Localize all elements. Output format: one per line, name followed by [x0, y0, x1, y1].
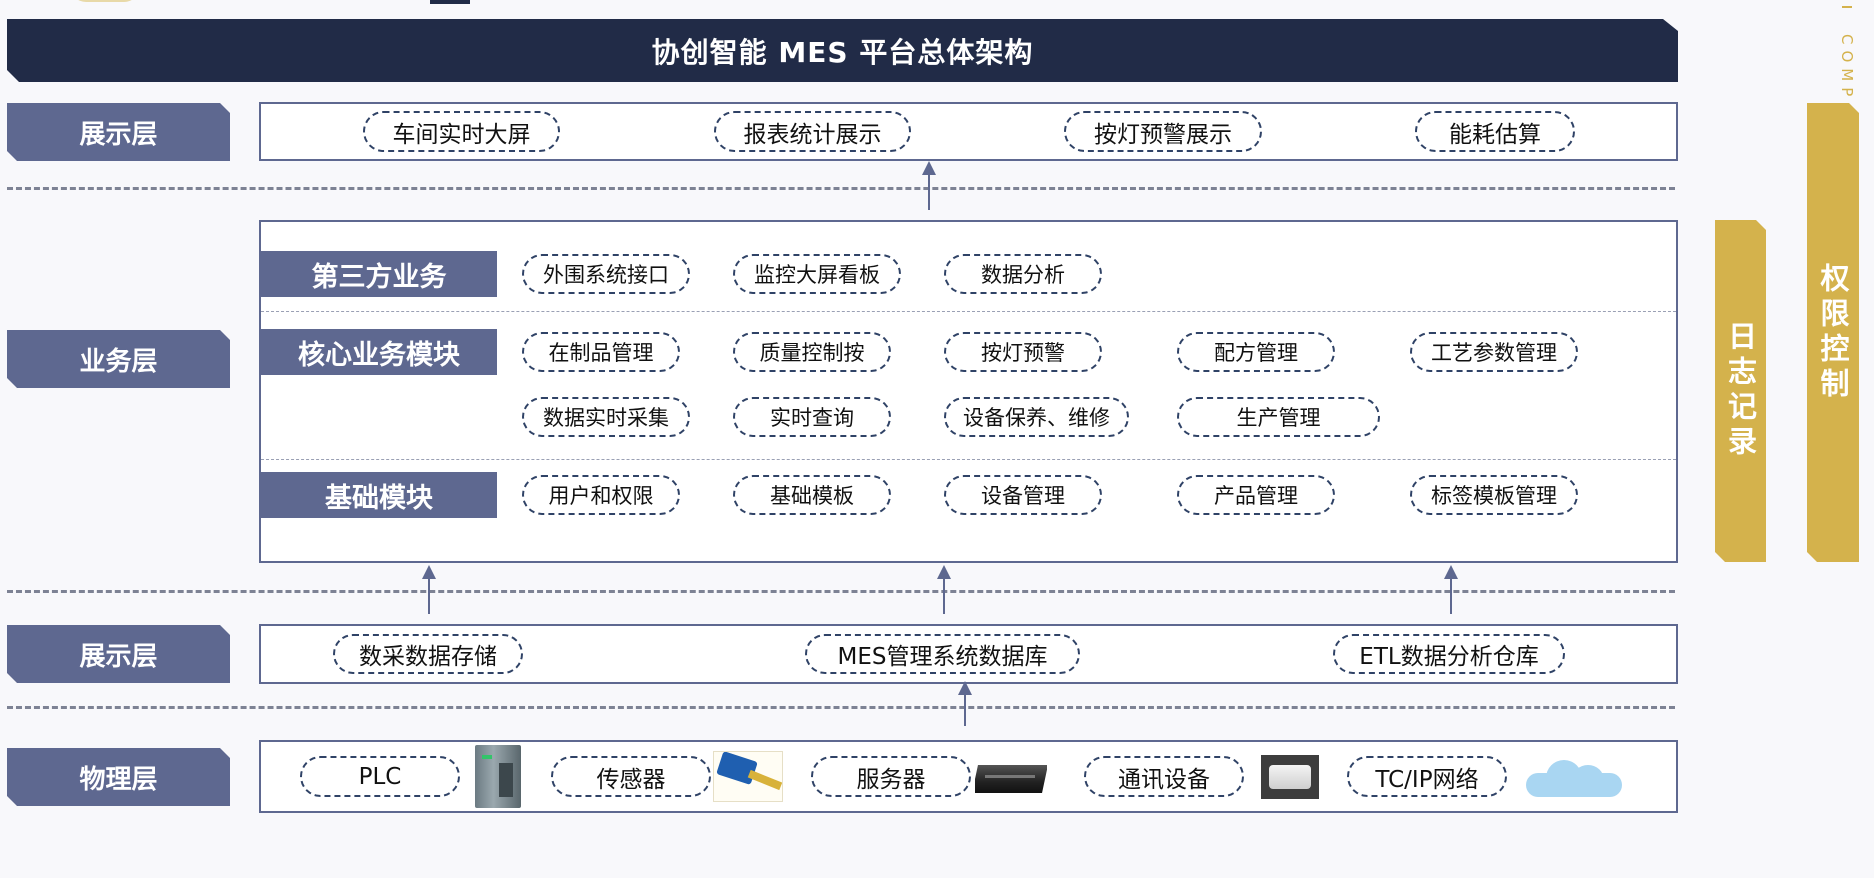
plc-module [499, 763, 513, 797]
sensor-image [713, 751, 783, 802]
pill-realtime-collection: 数据实时采集 [522, 397, 690, 437]
arrow-up-3 [937, 565, 951, 614]
pill-server: 服务器 [811, 756, 971, 797]
logo-fragment [70, 0, 140, 2]
page-title: 协创智能 MES 平台总体架构 [651, 35, 1034, 69]
pill-equipment-maintenance: 设备保养、维修 [944, 397, 1129, 437]
pill-comm-device: 通讯设备 [1084, 756, 1244, 797]
layer-tag-presentation-top: 展示层 [7, 103, 230, 161]
comm-device-body [1269, 765, 1311, 789]
cloud-image [1518, 753, 1632, 801]
pill-tcip-network: TC/IP网络 [1347, 756, 1507, 797]
server-box [975, 765, 1047, 793]
pill-plc: PLC [300, 756, 460, 797]
pill-realtime-query: 实时查询 [733, 397, 891, 437]
server-image [975, 757, 1047, 797]
pill-recipe-management: 配方管理 [1177, 332, 1335, 372]
inner-separator-2 [261, 459, 1676, 460]
log-record-bar: 日志记录 [1715, 220, 1766, 562]
pill-equipment-management: 设备管理 [944, 475, 1102, 515]
label-core-modules: 核心业务模块 [261, 329, 497, 375]
pill-label-template: 标签模板管理 [1410, 475, 1578, 515]
sensor-probe [747, 769, 782, 791]
top-marker [430, 0, 470, 4]
pill-sensor: 传感器 [551, 756, 711, 797]
sensor-board [716, 752, 758, 785]
separator-2 [7, 590, 1675, 593]
inner-separator-1 [261, 311, 1676, 312]
pill-energy-estimate: 能耗估算 [1415, 111, 1575, 152]
pill-production-management: 生产管理 [1177, 397, 1380, 437]
label-base-modules: 基础模块 [261, 472, 497, 518]
title-banner: 协创智能 MES 平台总体架构 [7, 19, 1678, 82]
arrow-up-4 [1444, 565, 1458, 614]
pill-andon-alert: 按灯预警展示 [1064, 111, 1262, 152]
pill-base-template: 基础模板 [733, 475, 891, 515]
pill-workshop-screen: 车间实时大屏 [363, 111, 560, 152]
plc-led [482, 755, 492, 759]
server-slot [985, 775, 1035, 778]
pill-collection-storage: 数采数据存储 [333, 634, 523, 674]
pill-quality-control: 质量控制按 [733, 332, 891, 372]
edge-text: COMP [1838, 34, 1856, 103]
pill-etl-warehouse: ETL数据分析仓库 [1333, 634, 1565, 674]
arrow-up-1 [922, 161, 936, 210]
label-third-party: 第三方业务 [261, 251, 497, 297]
pill-monitor-board: 监控大屏看板 [733, 254, 901, 294]
pill-report-stats: 报表统计展示 [714, 111, 911, 152]
arrow-up-5 [958, 681, 972, 726]
pill-product-management: 产品管理 [1177, 475, 1335, 515]
pill-wip-management: 在制品管理 [522, 332, 680, 372]
corner-line [1842, 6, 1852, 8]
comm-device-image [1261, 755, 1319, 799]
pill-mes-database: MES管理系统数据库 [805, 634, 1080, 674]
pill-external-interface: 外围系统接口 [522, 254, 690, 294]
layer-tag-physical: 物理层 [7, 748, 230, 806]
pill-andon: 按灯预警 [944, 332, 1102, 372]
layer-tag-business: 业务层 [7, 330, 230, 388]
pill-data-analysis: 数据分析 [944, 254, 1102, 294]
separator-3 [7, 706, 1675, 709]
cloud-puff-2 [1572, 765, 1604, 795]
plc-image [475, 745, 521, 808]
arrow-up-2 [422, 565, 436, 614]
separator-1 [7, 187, 1675, 190]
layer-tag-presentation-bottom: 展示层 [7, 625, 230, 683]
pill-process-params: 工艺参数管理 [1410, 332, 1578, 372]
permission-control-bar: 权限控制 [1807, 103, 1859, 562]
pill-user-permission: 用户和权限 [522, 475, 680, 515]
